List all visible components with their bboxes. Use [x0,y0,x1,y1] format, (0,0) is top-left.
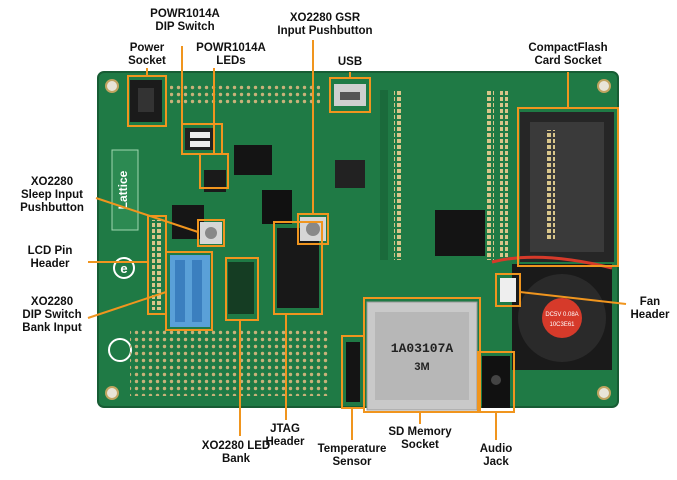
callout-box-led [225,257,259,321]
label-xo2280-dip-bank: XO2280 DIP Switch Bank Input [22,296,82,334]
label-lcd-pin-header: LCD Pin Header [27,245,73,270]
callout-box-jtag [273,221,323,315]
callout-box-sleep [197,219,225,247]
xo2280-dip-bank [170,255,210,327]
sd-marking: 1A03107A [391,341,454,356]
cooling-fan: DC5V 0.08A 10C3E61 [491,255,613,370]
fan-header [500,278,516,302]
callout-box-fan [495,273,521,307]
powr-dip-switch [185,128,215,150]
callout-box-dip [165,251,213,331]
ics [172,145,485,308]
label-powr1014a-leds: POWR1014A LEDs [196,42,266,67]
audio-jack [482,356,510,408]
label-jtag-header: JTAG Header [265,423,305,448]
compactflash-socket [520,112,614,262]
label-audio-jack: Audio Jack [479,443,513,468]
fan-marking: DC5V 0.08A [545,312,578,318]
label-power-socket: Power Socket [128,42,166,67]
sd-brand: 3M [414,361,429,373]
label-sd-socket: SD Memory Socket [388,426,452,451]
usb-connector [334,84,366,106]
callout-box-sd [363,297,481,413]
label-powr1014a-dip-switch: POWR1014A DIP Switch [150,8,220,33]
prototype-area [130,330,330,396]
label-xo2280-gsr: XO2280 GSR Input Pushbutton [277,12,373,37]
label-fan-header: Fan Header [630,296,670,321]
label-xo2280-led-bank: XO2280 LED Bank [201,440,271,465]
power-socket [130,80,162,122]
label-compactflash: CompactFlash Card Socket [528,42,608,67]
label-temperature-sensor: Temperature Sensor [317,443,387,468]
brand-text: Lattice [116,170,130,209]
sd-socket: 1A03107A 3M [366,301,478,411]
lcd-pin-header [152,220,162,310]
leader-lines [87,40,627,440]
svg-text:e: e [120,261,127,276]
top-headers [170,84,508,260]
label-usb: USB [337,56,363,68]
xo2280-led-bank [228,262,254,314]
fan-id: 10C3E61 [549,322,575,328]
label-xo2280-sleep: XO2280 Sleep Input Pushbutton [20,176,84,214]
temperature-sensor [346,342,360,402]
